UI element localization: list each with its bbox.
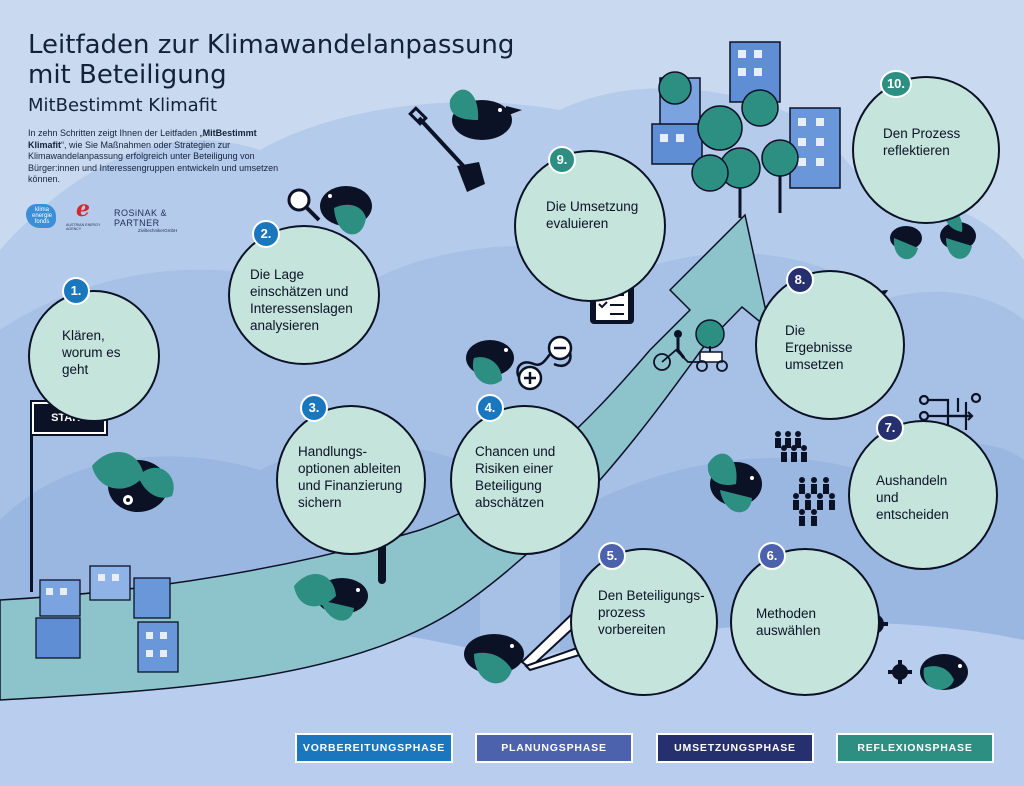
step-10-circle xyxy=(852,76,1000,224)
step-7-label: Aushandeln und entscheiden xyxy=(876,473,949,522)
page-title: Leitfaden zur Klimawandelanpassung mit B… xyxy=(28,30,515,90)
step-3-badge: 3. xyxy=(300,394,328,422)
bird-icon xyxy=(920,654,968,690)
intro-text: In zehn Schritten zeigt Ihnen der Leitfa… xyxy=(28,128,283,186)
step-6-circle xyxy=(730,548,880,696)
step-3-circle xyxy=(276,405,426,555)
step-8-circle xyxy=(755,270,905,420)
step-10-badge: 10. xyxy=(880,70,912,98)
magnifier-icon xyxy=(287,188,321,222)
step-2-label: Die Lage einschätzen und Interessenslage… xyxy=(250,267,353,333)
bird-icon xyxy=(890,226,922,260)
step-1-badge: 1. xyxy=(62,277,90,305)
shovel-icon xyxy=(408,106,485,192)
step-5-label: Den Beteiligungs-prozess vorbereiten xyxy=(598,588,705,637)
step-4-badge: 4. xyxy=(476,394,504,422)
step-2-badge: 2. xyxy=(252,220,280,248)
buildings-icon xyxy=(35,565,179,673)
bird-icon xyxy=(294,573,368,621)
step-9-badge: 9. xyxy=(548,146,576,174)
step-5-circle xyxy=(570,548,718,696)
logo-rp-sub: ZiviltechnikerGmbH xyxy=(138,228,178,233)
step-8-label: Die Ergebnisse umsetzen xyxy=(785,323,853,372)
step-7-badge: 7. xyxy=(876,414,904,442)
bird-icon xyxy=(449,89,522,140)
step-4-circle xyxy=(450,405,600,555)
bird-icon xyxy=(707,453,762,513)
trees-icon xyxy=(658,71,799,192)
legend-umsetzungsphase: UMSETZUNGSPHASE xyxy=(656,733,814,763)
step-9-circle xyxy=(514,150,666,302)
logo-aea-text: AUSTRIAN ENERGY AGENCY xyxy=(66,223,101,231)
legend-reflexionsphase: REFLEXIONSPHASE xyxy=(836,733,994,763)
intro-text-bold: MitBestimmt Klimafit xyxy=(28,128,257,150)
step-3-label: Handlungs-optionen ableiten und Finanzie… xyxy=(298,444,403,510)
step-2-circle xyxy=(228,225,380,365)
flowchart-arrows-icon xyxy=(918,392,982,438)
page-subtitle: MitBestimmt Klimafit xyxy=(28,95,218,116)
cargo-bike-icon xyxy=(653,319,728,372)
bird-icon xyxy=(92,452,174,512)
legend-vorbereitungsphase: VORBEREITUNGSPHASE xyxy=(295,733,453,763)
logo-rp-name: ROSiNAK & PARTNER xyxy=(114,208,168,228)
step-7-circle xyxy=(848,420,998,570)
flag-pole xyxy=(30,402,33,592)
bird-icon xyxy=(940,206,976,259)
logo-klima-energie-fonds: klima energie fonds xyxy=(24,200,64,230)
bird-icon xyxy=(464,634,524,684)
step-6-label: Methoden auswählen xyxy=(756,606,821,638)
step-4-label: Chancen und Risiken einer Beteiligung ab… xyxy=(475,444,556,510)
step-9-label: Die Umsetzung evaluieren xyxy=(546,199,639,231)
buildings-icon xyxy=(651,41,841,218)
intro-text-part: “, wie Sie Maßnahmen oder Strategien zur… xyxy=(28,139,279,185)
step-1-circle xyxy=(28,290,160,422)
plus-minus-icon xyxy=(516,335,573,391)
logo-aea-mark: e xyxy=(76,196,90,222)
legend-planungsphase: PLANUNGSPHASE xyxy=(475,733,633,763)
people-group-icon xyxy=(775,431,835,526)
step-10-label: Den Prozess reflektieren xyxy=(883,126,961,158)
gears-icon xyxy=(888,660,912,684)
logo-kef-shape xyxy=(26,204,56,228)
logo-austrian-energy-agency: e AUSTRIAN ENERGY AGENCY xyxy=(66,196,106,232)
step-6-badge: 6. xyxy=(758,542,786,570)
bird-icon xyxy=(320,186,372,235)
logo-rosinak-partner: ROSiNAK & PARTNER ZiviltechnikerGmbH xyxy=(114,208,209,233)
step-5-badge: 5. xyxy=(598,542,626,570)
step-8-badge: 8. xyxy=(786,266,814,294)
intro-text-part: In zehn Schritten zeigt Ihnen der Leitfa… xyxy=(28,128,203,138)
step-1-label: Klären, worum es geht xyxy=(62,328,121,377)
logo-kef-text: klima energie fonds xyxy=(31,207,52,225)
bird-icon xyxy=(466,340,514,385)
